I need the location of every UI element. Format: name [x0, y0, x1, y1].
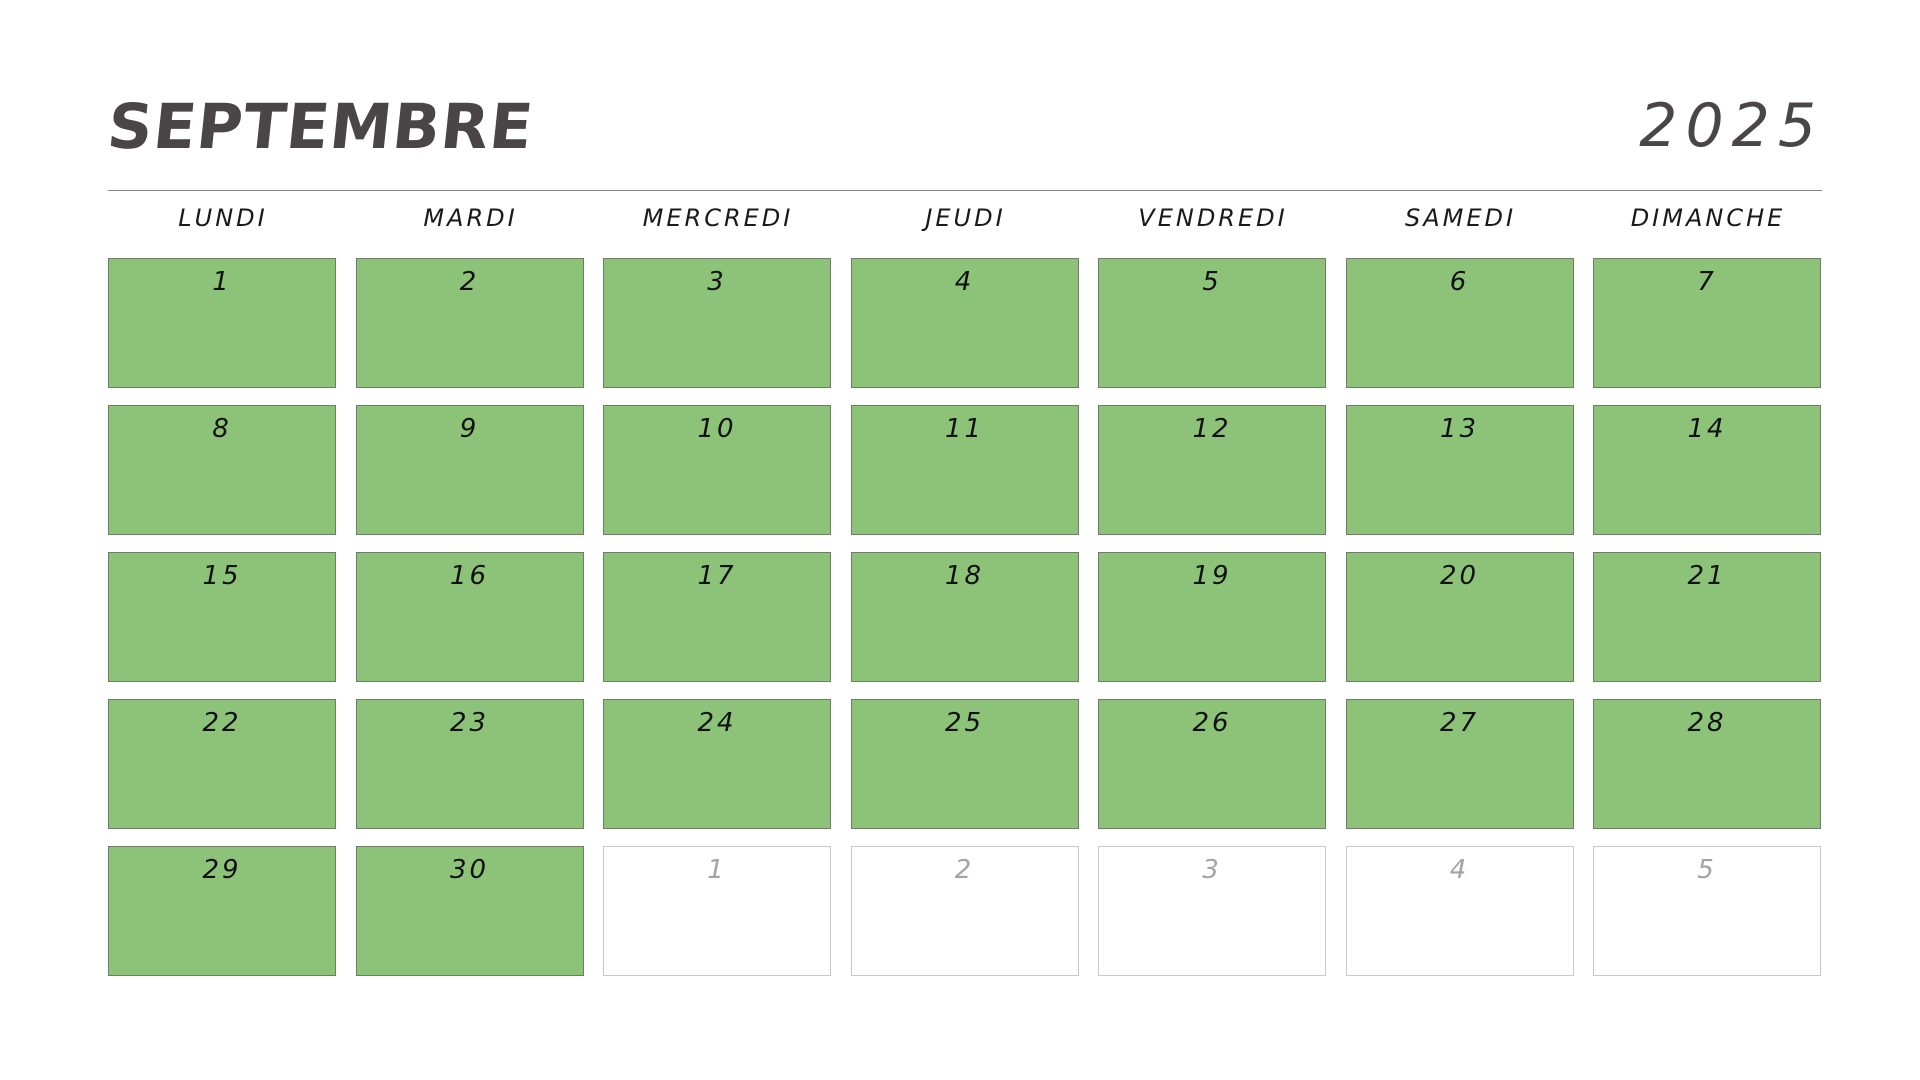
weekday-label-sunday: DIMANCHE — [1630, 204, 1786, 232]
day-cell[interactable]: 1 — [108, 258, 336, 388]
day-number: 30 — [449, 855, 490, 885]
day-cell[interactable]: 13 — [1345, 405, 1574, 535]
day-number: 11 — [944, 414, 985, 444]
day-number: 21 — [1687, 561, 1727, 591]
day-number: 9 — [459, 414, 480, 444]
weekday-label-thursday: JEUDI — [925, 204, 1006, 232]
day-number: 22 — [202, 708, 242, 738]
day-number: 5 — [1202, 267, 1222, 297]
day-cell[interactable]: 16 — [355, 552, 584, 682]
day-number: 24 — [697, 708, 737, 738]
day-cell[interactable]: 14 — [1593, 405, 1821, 535]
day-number: 10 — [697, 414, 737, 444]
weekday-header-row: LUNDI MARDI MERCREDI JEUDI VENDREDI SAME… — [108, 200, 1822, 240]
day-number: 2 — [954, 855, 975, 885]
day-cell[interactable]: 12 — [1098, 405, 1326, 535]
day-number: 23 — [449, 708, 490, 738]
day-cell[interactable]: 19 — [1098, 552, 1326, 682]
day-cell[interactable]: 8 — [108, 405, 336, 535]
day-cell[interactable]: 27 — [1345, 699, 1574, 829]
day-cell[interactable]: 24 — [603, 699, 831, 829]
day-cell-next-month[interactable]: 1 — [603, 846, 831, 976]
day-cell[interactable]: 11 — [850, 405, 1079, 535]
day-cell[interactable]: 4 — [850, 258, 1079, 388]
day-cell[interactable]: 9 — [355, 405, 584, 535]
weekday-label-tuesday: MARDI — [423, 204, 518, 232]
day-cell[interactable]: 7 — [1593, 258, 1821, 388]
day-number: 28 — [1687, 708, 1727, 738]
day-number: 8 — [212, 414, 232, 444]
day-cell[interactable]: 10 — [603, 405, 831, 535]
day-number: 15 — [202, 561, 242, 591]
day-number: 27 — [1439, 708, 1480, 738]
day-cell[interactable]: 21 — [1593, 552, 1821, 682]
day-number: 6 — [1449, 267, 1470, 297]
year-title: 2025 — [1639, 91, 1824, 161]
day-cell[interactable]: 25 — [850, 699, 1079, 829]
day-cell[interactable]: 2 — [355, 258, 584, 388]
day-number: 14 — [1687, 414, 1727, 444]
day-cell[interactable]: 15 — [108, 552, 336, 682]
day-cell[interactable]: 3 — [603, 258, 831, 388]
day-cell-next-month[interactable]: 5 — [1593, 846, 1821, 976]
day-number: 12 — [1192, 414, 1232, 444]
day-number: 16 — [449, 561, 490, 591]
day-number: 20 — [1439, 561, 1480, 591]
day-number: 3 — [707, 267, 727, 297]
day-number: 3 — [1202, 855, 1222, 885]
day-cell[interactable]: 28 — [1593, 699, 1821, 829]
day-cell-next-month[interactable]: 3 — [1098, 846, 1326, 976]
day-number: 18 — [944, 561, 985, 591]
day-cell[interactable]: 30 — [355, 846, 584, 976]
day-cell[interactable]: 20 — [1345, 552, 1574, 682]
day-cell[interactable]: 22 — [108, 699, 336, 829]
day-number: 13 — [1439, 414, 1480, 444]
day-cell-next-month[interactable]: 2 — [850, 846, 1079, 976]
day-cell[interactable]: 6 — [1345, 258, 1574, 388]
day-number: 4 — [954, 267, 975, 297]
day-number: 17 — [697, 561, 737, 591]
day-cell-next-month[interactable]: 4 — [1345, 846, 1574, 976]
day-number: 25 — [944, 708, 985, 738]
day-number: 7 — [1697, 267, 1717, 297]
day-number: 1 — [212, 267, 232, 297]
day-number: 19 — [1192, 561, 1232, 591]
day-number: 29 — [202, 855, 242, 885]
weekday-label-wednesday: MERCREDI — [642, 204, 794, 232]
day-cell[interactable]: 17 — [603, 552, 831, 682]
weekday-label-friday: VENDREDI — [1138, 204, 1288, 232]
day-cell[interactable]: 23 — [355, 699, 584, 829]
day-number: 5 — [1697, 855, 1717, 885]
day-number: 4 — [1449, 855, 1470, 885]
day-cell[interactable]: 18 — [850, 552, 1079, 682]
weekday-label-monday: LUNDI — [178, 204, 268, 232]
day-number: 1 — [707, 855, 727, 885]
day-cell[interactable]: 29 — [108, 846, 336, 976]
weekday-label-saturday: SAMEDI — [1404, 204, 1517, 232]
day-number: 2 — [459, 267, 480, 297]
header-divider — [108, 190, 1822, 191]
month-title: SEPTEMBRE — [104, 90, 538, 163]
day-cell[interactable]: 5 — [1098, 258, 1326, 388]
day-number: 26 — [1192, 708, 1232, 738]
day-cell[interactable]: 26 — [1098, 699, 1326, 829]
